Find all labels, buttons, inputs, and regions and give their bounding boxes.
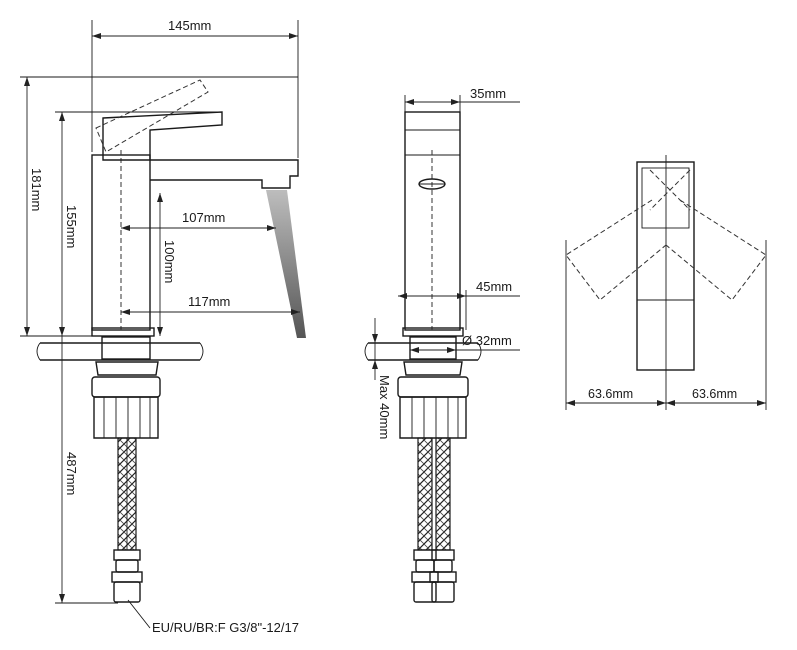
counter-top-side — [40, 342, 200, 361]
hose-front-left — [417, 437, 433, 551]
dim-max40-label: Max 40mm — [377, 375, 392, 439]
connection-label: EU/RU/BR:F G3/8"-12/17 — [152, 620, 299, 635]
front-view: 35mm 45mm Ø 32mm Max 40mm — [364, 86, 520, 603]
body-base-side — [91, 327, 155, 337]
dim-45-label: 45mm — [476, 279, 512, 294]
spout-side — [150, 159, 299, 189]
handle-swing-right — [665, 199, 767, 301]
top-view: 63.6mm 63.6mm — [565, 155, 767, 410]
water-jet — [266, 190, 306, 338]
counter-break-side — [36, 342, 204, 361]
dim-107-label: 107mm — [182, 210, 225, 225]
mounting-nut-front — [399, 396, 467, 439]
dim-swing-right-label: 63.6mm — [692, 387, 737, 401]
side-view: 145mm 181mm 155mm 107mm 100mm 117mm — [20, 18, 306, 635]
handle-top-crossed — [649, 169, 691, 211]
dim-100-label: 100mm — [162, 240, 177, 283]
dim-35-label: 35mm — [470, 86, 506, 101]
dim-181-label: 181mm — [29, 168, 44, 211]
handle-swing-left — [565, 199, 667, 301]
dim-155-label: 155mm — [64, 205, 79, 248]
dim-117-label: 117mm — [188, 294, 230, 309]
handle-raised-dashed — [95, 79, 209, 153]
dim-145-label: 145mm — [168, 18, 211, 33]
hose-front-right — [435, 437, 451, 551]
dim-32-label: Ø 32mm — [462, 333, 512, 348]
dim-swing-left-label: 63.6mm — [588, 387, 633, 401]
hose-fitting-side — [113, 581, 141, 603]
mounting-nut-side — [95, 361, 159, 376]
dim-487-label: 487mm — [64, 452, 79, 495]
faucet-top-body — [636, 161, 695, 371]
